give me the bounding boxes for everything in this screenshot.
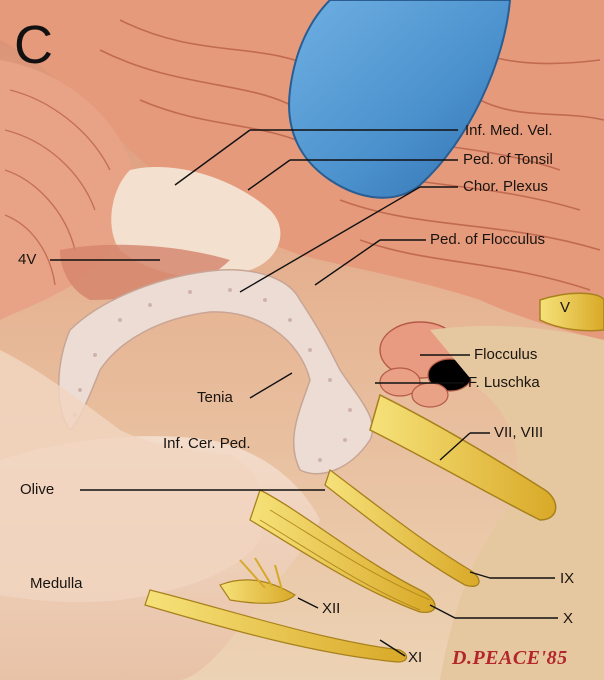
panel-letter: C [14, 15, 53, 75]
label-v: V [560, 299, 571, 316]
label-ix: IX [560, 570, 575, 587]
leader-lines [50, 129, 558, 657]
trigeminal-nerve [539, 292, 604, 332]
choroid-texture [73, 288, 352, 462]
label-inf-med-vel: Inf. Med. Vel. [465, 122, 553, 139]
fourth-ventricle [60, 244, 230, 300]
label-tenia: Tenia [197, 389, 233, 406]
label-fourth-ventricle: 4V [18, 251, 37, 268]
label-flocculus: Flocculus [474, 346, 538, 363]
choroid-plexus [58, 269, 374, 475]
nerve-ix [324, 468, 480, 587]
nerve-xi [144, 589, 408, 663]
retractor [288, 0, 512, 199]
label-inf-cer-ped: Inf. Cer. Ped. [163, 435, 251, 452]
label-f-luschka: F. Luschka [468, 374, 540, 391]
nerve-xii [219, 557, 296, 604]
label-chor-plexus: Chor. Plexus [463, 178, 549, 195]
label-xi: XI [408, 649, 423, 666]
label-ped-of-flocculus: Ped. of Flocculus [430, 231, 546, 248]
label-vii-viii: VII, VIII [494, 424, 544, 441]
label-xii: XII [322, 600, 341, 617]
label-medulla: Medulla [30, 575, 83, 592]
inferior-cerebellar-peduncle [0, 350, 264, 603]
tonsil-folia [4, 89, 111, 286]
nerve-vii-viii [369, 393, 557, 521]
label-olive: Olive [20, 481, 55, 498]
artist-signature: D.PEACE'85 [452, 647, 568, 669]
label-x: X [563, 610, 574, 627]
label-ped-of-tonsil: Ped. of Tonsil [463, 151, 553, 168]
